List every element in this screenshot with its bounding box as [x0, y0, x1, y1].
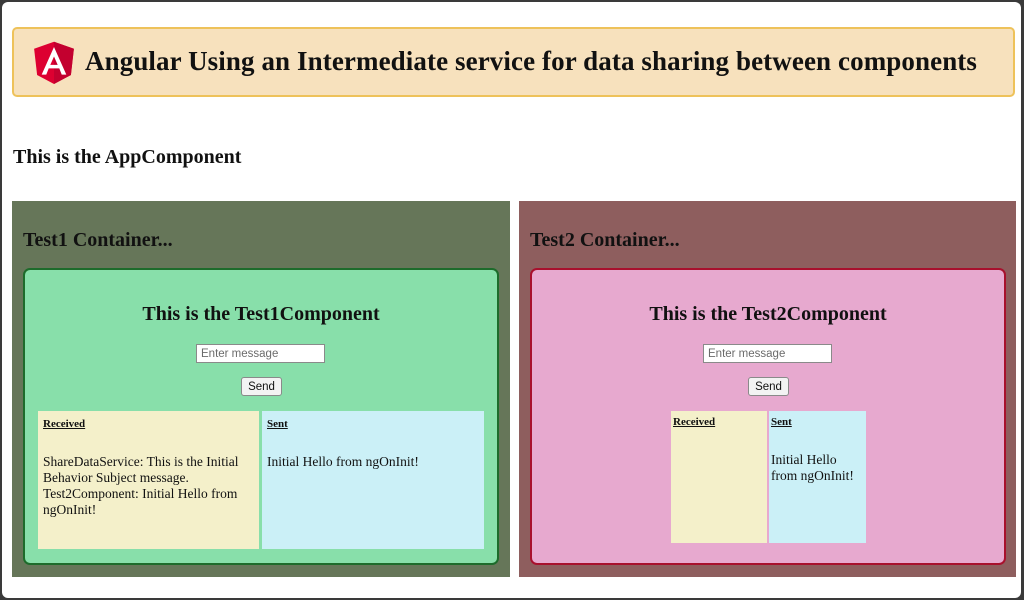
test1-send-button[interactable]: Send	[241, 377, 282, 396]
test1-container: Test1 Container... This is the Test1Comp…	[12, 201, 510, 577]
test2-container: Test2 Container... This is the Test2Comp…	[519, 201, 1016, 577]
test2-component-title: This is the Test2Component	[649, 303, 887, 325]
test2-component-card: This is the Test2Component Send Received…	[530, 268, 1006, 565]
test1-sent-panel: Sent Initial Hello from ngOnInit!	[262, 411, 484, 549]
page-title: Angular Using an Intermediate service fo…	[85, 46, 978, 76]
app-component-heading: This is the AppComponent	[13, 146, 242, 168]
test1-received-panel: Received ShareDataService: This is the I…	[38, 411, 259, 549]
test2-received-label: Received	[673, 416, 716, 428]
test1-container-title: Test1 Container...	[23, 229, 173, 251]
test2-sent-label: Sent	[771, 416, 792, 428]
test1-received-label: Received	[43, 418, 86, 430]
test1-component-title: This is the Test1Component	[142, 303, 380, 325]
test2-container-title: Test2 Container...	[530, 229, 680, 251]
test1-sent-label: Sent	[267, 418, 288, 430]
test2-sent-text: Initial Hello from ngOnInit!	[771, 452, 854, 483]
test1-sent-text: Initial Hello from ngOnInit!	[267, 454, 419, 469]
test1-message-input[interactable]	[196, 344, 325, 363]
test2-sent-panel: Sent Initial Hello from ngOnInit!	[769, 411, 866, 543]
header-banner: Angular Using an Intermediate service fo…	[12, 27, 1015, 97]
test1-component-card: This is the Test1Component Send Received…	[23, 268, 499, 565]
angular-logo-icon	[34, 41, 74, 84]
test2-received-panel: Received	[671, 411, 767, 543]
test2-message-input[interactable]	[703, 344, 832, 363]
test2-send-button[interactable]: Send	[748, 377, 789, 396]
test1-received-text: ShareDataService: This is the Initial Be…	[43, 454, 239, 517]
